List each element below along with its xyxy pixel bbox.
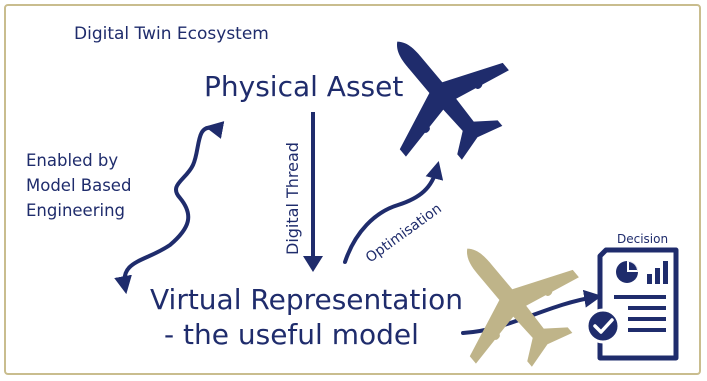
digital-thread-arrow: [303, 112, 323, 272]
enabled-by-line-1: Enabled by: [26, 151, 119, 170]
diagram-title: Digital Twin Ecosystem: [74, 24, 269, 44]
virtual-airplane-icon: [467, 248, 579, 367]
model-based-engineering-arrow: [114, 121, 225, 295]
physical-airplane-icon: [397, 41, 509, 160]
physical-asset-label: Physical Asset: [204, 70, 404, 103]
decision-document-icon: [585, 247, 679, 361]
digital-thread-label: Digital Thread: [283, 142, 302, 255]
enabled-by-line-3: Engineering: [26, 201, 125, 220]
optimisation-label: Optimisation: [363, 201, 445, 267]
enabled-by-label: Enabled by Model Based Engineering: [26, 148, 166, 223]
optimisation-arrow: [343, 161, 444, 264]
virtual-representation-label: Virtual Representation: [150, 283, 464, 316]
enabled-by-line-2: Model Based: [26, 176, 132, 195]
decision-label: Decision: [617, 232, 669, 246]
useful-model-label: - the useful model: [164, 318, 419, 351]
